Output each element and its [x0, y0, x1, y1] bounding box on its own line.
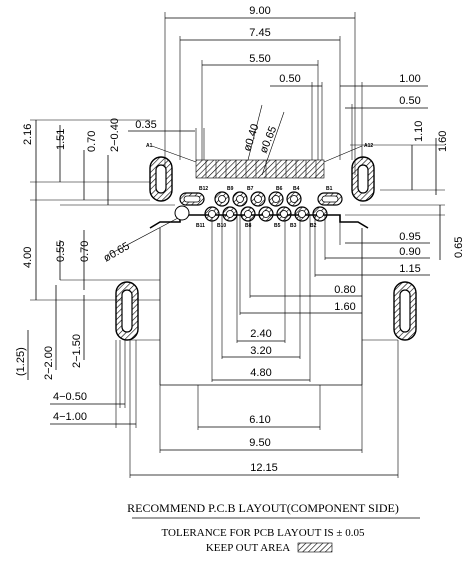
- dim-0-35: 0.35: [128, 119, 205, 160]
- pin-label-b11: B11: [196, 223, 205, 229]
- dim-7-45: 7.45: [179, 27, 341, 160]
- pin-label-b2: B2: [310, 223, 317, 229]
- bottom-right-mounting-slot: [393, 281, 417, 341]
- dim-label-1-60: 1.60: [334, 301, 355, 313]
- top-right-mounting-slot: [351, 156, 375, 202]
- dim-1-25: (1.25): [15, 330, 29, 380]
- dim-label-9-00: 9.00: [249, 5, 270, 17]
- pin-label-a12: A12: [364, 143, 373, 149]
- dim-label-2-40: 2.40: [250, 328, 271, 340]
- layout-title: RECOMMEND P.C.B LAYOUT(COMPONENT SIDE): [127, 501, 399, 515]
- dim-9-50: 9.50: [159, 385, 363, 453]
- dim-4-00: 4.00: [22, 200, 37, 300]
- dim-label-2-2-00: 2−2.00: [43, 346, 55, 380]
- dim-label-2-0-40: 2−0.40: [109, 118, 121, 152]
- dim-label-1-00: 1.00: [399, 73, 420, 85]
- dim-0-90: 0.90: [324, 215, 430, 260]
- dim-4-80: 4.80: [211, 215, 311, 382]
- dim-3-20: 3.20: [221, 215, 301, 359]
- dim-label-4-00: 4.00: [22, 247, 34, 268]
- dim-label-0-35: 0.35: [135, 119, 156, 131]
- dim-2-1-50: 2−1.50: [71, 295, 85, 368]
- dim-5-50: 5.50: [201, 53, 319, 160]
- top-left-mounting-slot: [149, 156, 173, 202]
- pin-label-b9: B9: [227, 186, 234, 192]
- dim-label-9-50: 9.50: [249, 437, 270, 449]
- pin-label-b7: B7: [247, 186, 254, 192]
- dim-2-2-00: 2−2.00: [43, 285, 57, 380]
- component-outline: [130, 214, 398, 386]
- dim-12-15: 12.15: [129, 340, 399, 478]
- dim-0-50-top: 0.50: [270, 73, 323, 160]
- pin-label-b5: B5: [274, 223, 281, 229]
- dim-label-7-45: 7.45: [249, 27, 270, 39]
- dim-label-1-15: 1.15: [399, 263, 420, 275]
- dim-label-3-20: 3.20: [250, 345, 271, 357]
- dim-label-1-60-right: 1.60: [437, 131, 449, 152]
- dim-label-0-70-top: 0.70: [86, 131, 98, 152]
- dim-4-0-50: 4−0.50: [50, 340, 126, 408]
- dim-label-0-80: 0.80: [334, 284, 355, 296]
- dim-1-60: 1.60: [239, 215, 362, 315]
- dim-label-1-51: 1.51: [55, 129, 67, 150]
- dim-0-80: 0.80: [249, 215, 362, 298]
- top-pad-row: [195, 159, 325, 179]
- dim-label-1-10: 1.10: [413, 121, 425, 142]
- dim-2-40: 2.40: [236, 215, 286, 343]
- pin-label-b10: B10: [217, 223, 226, 229]
- pin-label-b6: B6: [276, 186, 283, 192]
- pin-label-b8: B8: [245, 223, 252, 229]
- dim-0-70-left: 0.70: [79, 230, 91, 290]
- dim-0-50-right: 0.50: [345, 95, 428, 160]
- pin-label-b3: B3: [290, 223, 297, 229]
- dim-label-0-90: 0.90: [399, 246, 420, 258]
- pin-label-b1: B1: [326, 186, 333, 192]
- dim-label-1-25: (1.25): [15, 347, 27, 376]
- dim-0-55: 0.55: [55, 240, 67, 280]
- dim-2-16: 2.16: [22, 119, 150, 200]
- b-row-upper-pads: [179, 191, 343, 207]
- keepout-swatch: [297, 542, 333, 553]
- dim-label-4-1-00: 4−1.00: [53, 411, 87, 423]
- dim-1-15: 1.15: [314, 215, 430, 277]
- dim-label-0-50-top: 0.50: [279, 73, 300, 85]
- dim-label-0-50-right: 0.50: [399, 95, 420, 107]
- dim-1-10: 1.10: [411, 121, 425, 190]
- pin-label-b12: B12: [199, 186, 208, 192]
- dim-label-0-95: 0.95: [399, 231, 420, 243]
- dim-label-0-70-left: 0.70: [79, 241, 91, 262]
- dim-label-12-15: 12.15: [250, 462, 278, 474]
- dim-label-0-55: 0.55: [55, 241, 67, 262]
- pin-label-a1: A1: [146, 143, 153, 149]
- dim-1-60-right: 1.60: [435, 131, 449, 195]
- dim-0-65: 0.65: [439, 205, 465, 260]
- dim-2-0-40: 2−0.40: [107, 118, 121, 205]
- dim-label-phi-0-65-left: ø0.65: [102, 240, 132, 264]
- dim-label-6-10: 6.10: [249, 414, 270, 426]
- dim-label-0-65: 0.65: [453, 237, 465, 258]
- dim-label-5-50: 5.50: [249, 53, 270, 65]
- dim-6-10: 6.10: [197, 385, 321, 430]
- dim-label-2-16: 2.16: [22, 124, 34, 145]
- dim-4-1-00: 4−1.00: [50, 340, 137, 428]
- dim-label-phi-0-65-top: ø0.65: [258, 125, 280, 156]
- dim-label-4-80: 4.80: [250, 367, 271, 379]
- tolerance-note: TOLERANCE FOR PCB LAYOUT IS ± 0.05: [162, 527, 365, 539]
- dim-phi-0-65-left: ø0.65: [102, 217, 179, 265]
- b-row-lower-pads: [204, 206, 328, 222]
- bottom-left-mounting-slot: [115, 281, 139, 341]
- dim-0-70-top: 0.70: [83, 131, 98, 200]
- dim-label-2-1-50: 2−1.50: [71, 334, 83, 368]
- keepout-note: KEEP OUT AREA: [206, 542, 290, 554]
- dim-label-4-0-50: 4−0.50: [53, 391, 87, 403]
- pin-label-b4: B4: [293, 186, 300, 192]
- dim-1-51: 1.51: [55, 125, 67, 182]
- dim-9-00: 9.00: [164, 5, 356, 175]
- dim-0-95: 0.95: [339, 215, 430, 245]
- dim-1-00: 1.00: [340, 73, 428, 160]
- alignment-hole: [174, 205, 190, 221]
